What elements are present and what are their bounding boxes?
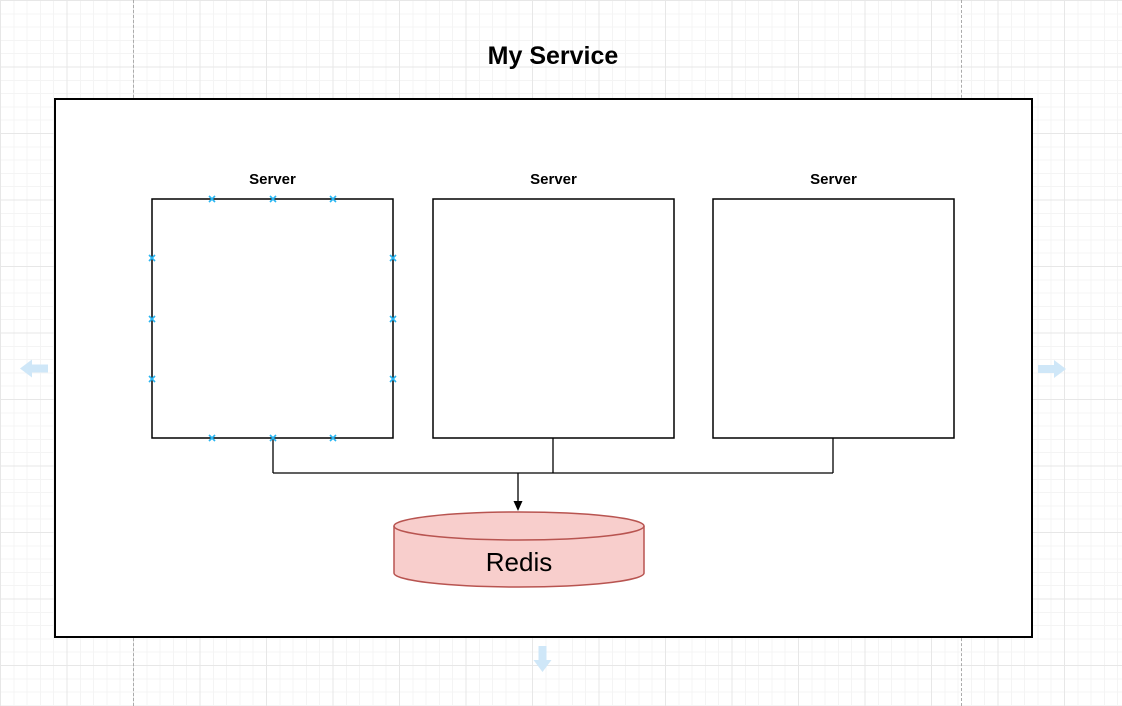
arrowhead-to-redis (513, 501, 523, 511)
redis-database-shape[interactable] (393, 511, 645, 588)
server-shape-1[interactable] (151, 198, 394, 439)
nav-arrow-left-icon[interactable] (20, 359, 48, 378)
connection-point-icon[interactable] (148, 195, 397, 442)
server-shape-3[interactable] (712, 198, 955, 439)
nav-arrow-right-icon[interactable] (1038, 360, 1066, 378)
connection-point-crosses (148, 195, 397, 442)
nav-arrow-down-icon[interactable] (533, 646, 552, 672)
server-shape-2[interactable] (432, 198, 675, 439)
